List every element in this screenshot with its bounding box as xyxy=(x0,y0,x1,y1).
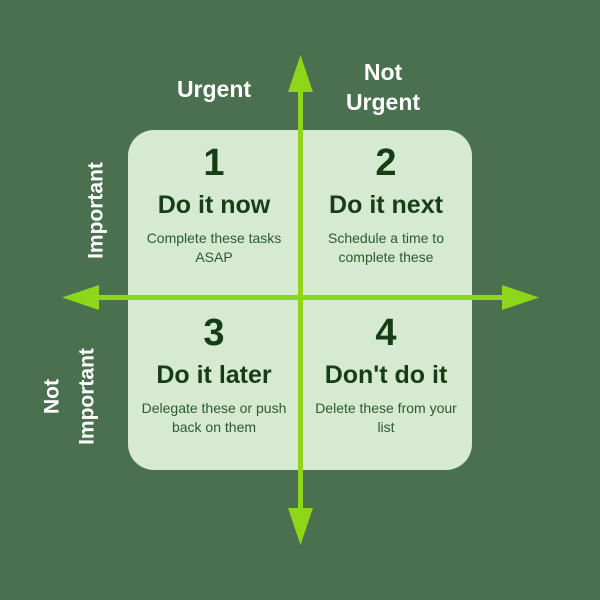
quadrant-2-number: 2 xyxy=(375,142,397,184)
quadrant-4-description: Delete these from your list xyxy=(315,400,457,435)
quadrant-4-title: Don't do it xyxy=(324,361,448,389)
quadrant-1-number: 1 xyxy=(203,142,225,184)
quadrant-2: 2 Do it next Schedule a time to complete… xyxy=(300,130,472,300)
quadrant-2-description: Schedule a time to complete these xyxy=(328,230,444,265)
quadrant-1-description: Complete these tasks ASAP xyxy=(146,230,282,265)
row-header-not-important-line2: Important xyxy=(75,348,99,445)
column-header-urgent: Urgent xyxy=(176,76,252,102)
quadrant-2-title: Do it next xyxy=(329,191,443,219)
row-header-not-important-line1: Not xyxy=(40,379,64,414)
quadrant-1-title: Do it now xyxy=(157,191,271,219)
column-header-not-urgent-line1: Not xyxy=(363,59,403,85)
column-header-not-urgent-line2: Urgent xyxy=(345,89,421,116)
quadrant-3-title: Do it later xyxy=(156,361,272,389)
quadrant-3-description: Delegate these or push back on them xyxy=(141,400,287,435)
column-header-not-urgent: Not Urgent xyxy=(303,57,463,118)
quadrant-3-number: 3 xyxy=(203,312,225,354)
quadrant-grid: 1 Do it now Complete these tasks ASAP 2 … xyxy=(128,130,472,470)
row-header-important: Important xyxy=(84,162,108,259)
arrow-down-icon xyxy=(288,508,313,545)
quadrant-1: 1 Do it now Complete these tasks ASAP xyxy=(128,130,300,300)
quadrant-4: 4 Don't do it Delete these from your lis… xyxy=(300,300,472,470)
arrow-right-icon xyxy=(502,285,539,310)
quadrant-3: 3 Do it later Delegate these or push bac… xyxy=(128,300,300,470)
quadrant-4-number: 4 xyxy=(375,312,397,354)
